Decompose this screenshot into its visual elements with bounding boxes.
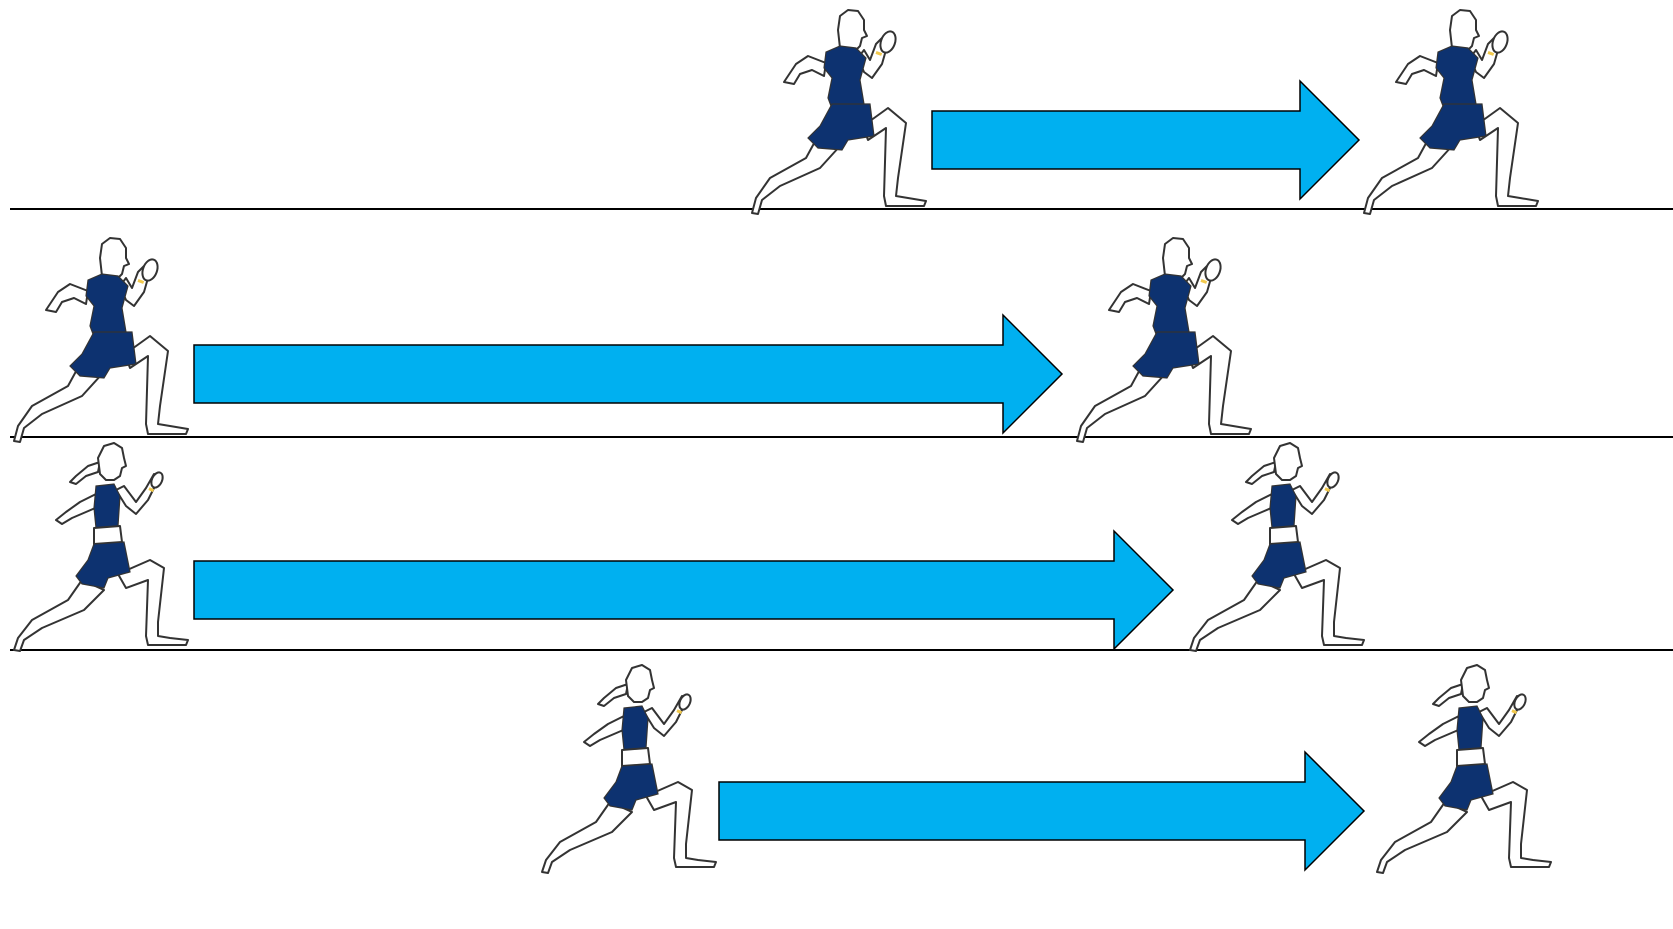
right-arrow: [194, 531, 1173, 649]
right-arrow: [719, 752, 1364, 870]
male-runner-icon: [1364, 10, 1538, 214]
male-runner-icon: [14, 238, 188, 442]
female-runner-icon: [14, 443, 188, 651]
right-arrow: [194, 315, 1062, 433]
lane-4: [542, 665, 1551, 873]
male-runner-icon: [752, 10, 926, 214]
female-runner-icon: [1190, 443, 1364, 651]
right-arrow: [932, 81, 1359, 199]
lane-1: [752, 10, 1538, 214]
lane-3: [14, 443, 1364, 651]
female-runner-icon: [1377, 665, 1551, 873]
lane-2: [14, 238, 1251, 442]
male-runner-icon: [1077, 238, 1251, 442]
female-runner-icon: [542, 665, 716, 873]
